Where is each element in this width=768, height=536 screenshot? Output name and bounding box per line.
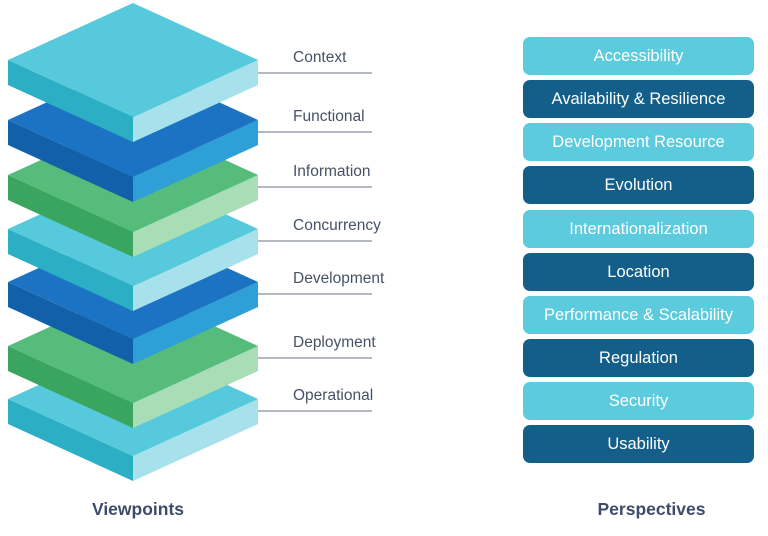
- viewpoint-label-deployment: Deployment: [293, 334, 376, 351]
- information-connector-line: [258, 186, 372, 188]
- viewpoints-title: Viewpoints: [91, 499, 185, 519]
- viewpoint-label-context: Context: [293, 49, 347, 66]
- concurrency-right-face: [133, 229, 258, 311]
- functional-left-face: [8, 120, 133, 202]
- perspective-pill-usability: Usability: [523, 425, 754, 463]
- deployment-right-face: [133, 346, 258, 428]
- perspectives-title: Perspectives: [597, 499, 706, 519]
- perspective-pill-location: Location: [523, 253, 754, 291]
- development-connector-line: [258, 293, 372, 295]
- development-left-face: [8, 282, 133, 364]
- functional-right-face: [133, 120, 258, 202]
- viewpoints-stack: [8, 3, 258, 481]
- viewpoint-label-information: Information: [293, 163, 371, 180]
- operational-left-face: [8, 399, 133, 481]
- viewpoint-label-concurrency: Concurrency: [293, 217, 381, 234]
- viewpoint-label-operational: Operational: [293, 387, 374, 404]
- viewpoint-label-functional: Functional: [293, 108, 365, 125]
- perspective-pill-availability: Availability & Resilience: [523, 80, 754, 118]
- deployment-left-face: [8, 346, 133, 428]
- perspective-pill-evolution: Evolution: [523, 166, 754, 204]
- perspective-pill-i18n: Internationalization: [523, 210, 754, 248]
- context-connector-line: [258, 72, 372, 74]
- functional-connector-line: [258, 131, 372, 133]
- context-right-face: [133, 60, 258, 142]
- perspective-pill-accessibility: Accessibility: [523, 37, 754, 75]
- context-top-face: [8, 3, 258, 117]
- operational-connector-line: [258, 410, 372, 412]
- context-left-face: [8, 60, 133, 142]
- concurrency-connector-line: [258, 240, 372, 242]
- development-right-face: [133, 282, 258, 364]
- information-left-face: [8, 175, 133, 257]
- viewpoint-label-development: Development: [293, 270, 385, 287]
- layer-context: [8, 3, 258, 142]
- information-right-face: [133, 175, 258, 257]
- perspective-pill-performance: Performance & Scalability: [523, 296, 754, 334]
- concurrency-left-face: [8, 229, 133, 311]
- perspective-pill-devresource: Development Resource: [523, 123, 754, 161]
- perspective-pill-regulation: Regulation: [523, 339, 754, 377]
- deployment-connector-line: [258, 357, 372, 359]
- operational-right-face: [133, 399, 258, 481]
- perspective-pill-security: Security: [523, 382, 754, 420]
